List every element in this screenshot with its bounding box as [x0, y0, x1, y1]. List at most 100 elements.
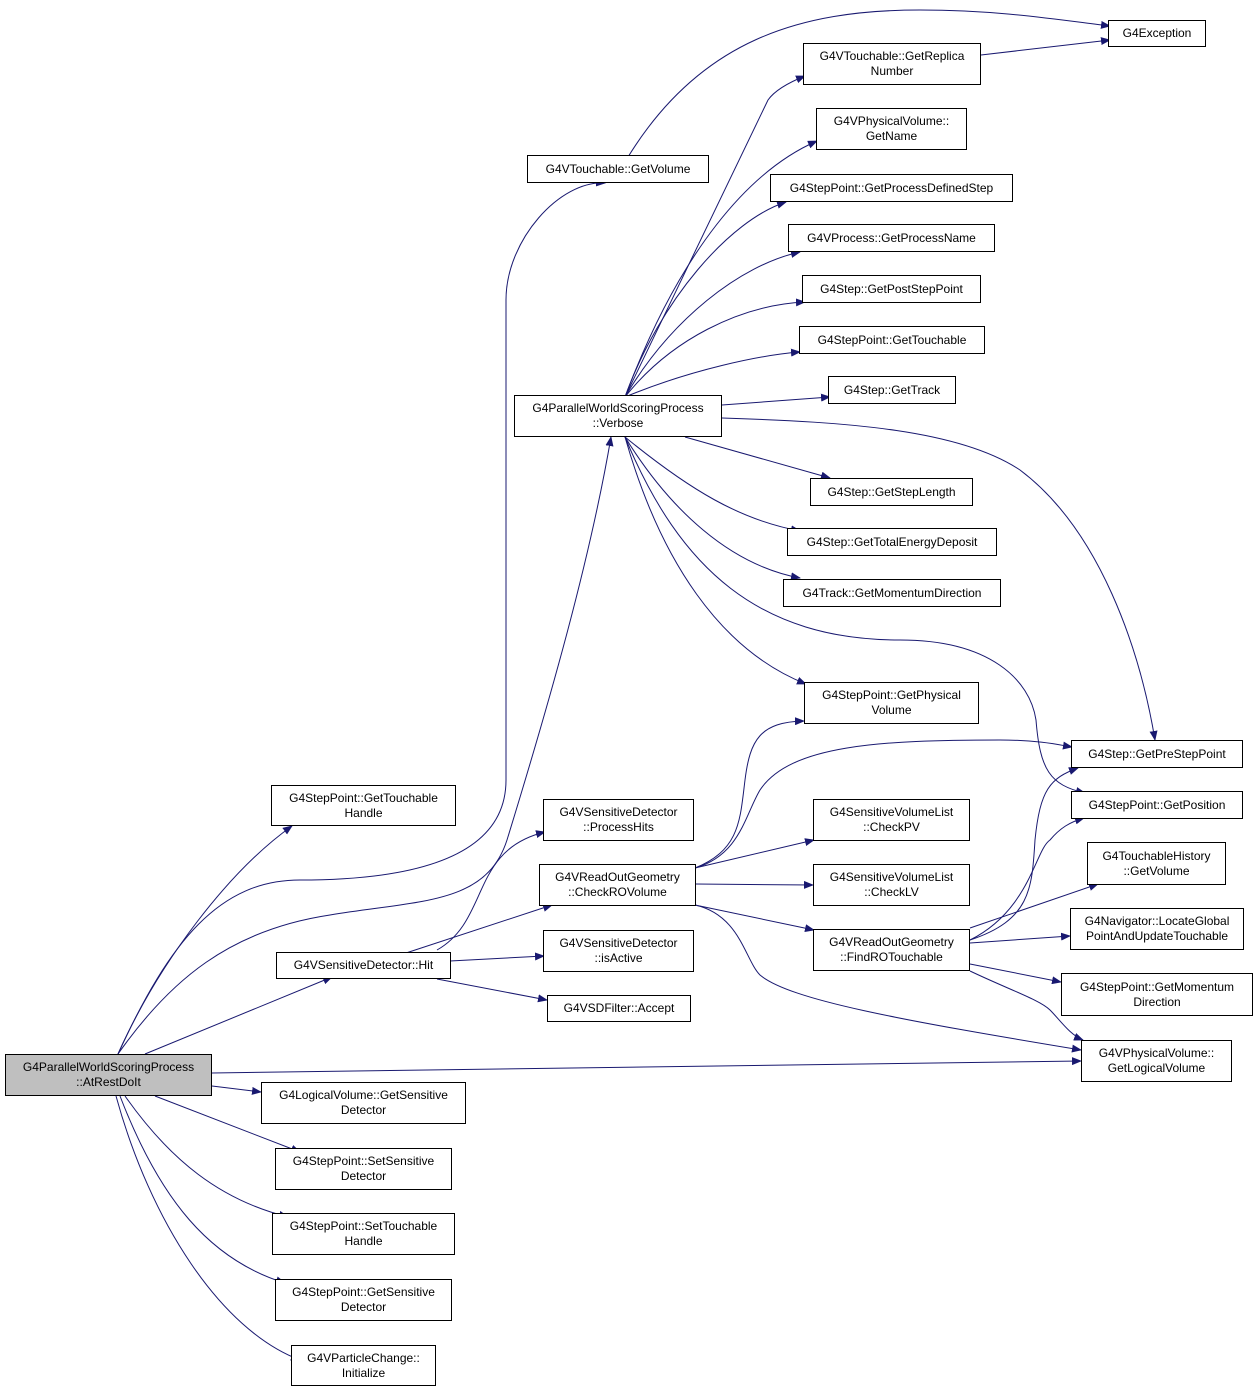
edge-root-hit: [144, 976, 333, 1055]
node-label: ::CheckPV: [863, 820, 920, 834]
node-label: PointAndUpdateTouchable: [1085, 929, 1229, 943]
node-label: G4StepPoint::GetTouchable: [817, 332, 967, 347]
node-step-length[interactable]: G4Step::GetStepLength: [810, 478, 973, 506]
edge-checkro-logvol: [694, 904, 1082, 1053]
edge-findro-logvol: [969, 970, 1084, 1041]
node-label: G4StepPoint::GetPhysical: [822, 688, 961, 702]
edge-findro-prestep: [969, 767, 1079, 941]
node-label: G4TouchableHistory: [1102, 848, 1211, 863]
node-check-ro[interactable]: G4VReadOutGeometry ::CheckROVolume: [539, 864, 696, 906]
node-position[interactable]: G4StepPoint::GetPosition: [1071, 791, 1243, 819]
node-momentum[interactable]: G4StepPoint::GetMomentum Direction: [1061, 973, 1253, 1016]
node-label: Detector: [340, 1103, 387, 1117]
node-locate[interactable]: G4Navigator::LocateGlobal PointAndUpdate…: [1070, 908, 1244, 950]
node-label: G4StepPoint::GetSensitive: [292, 1285, 435, 1299]
node-label: G4VPhysicalVolume::: [1098, 1046, 1215, 1060]
node-label: G4StepPoint::GetMomentum: [1079, 979, 1235, 994]
edge-checkro-checkpv: [694, 838, 815, 869]
node-label: ::GetVolume: [1123, 863, 1190, 878]
node-label: G4VPhysicalVolume::: [833, 114, 950, 128]
node-check-pv[interactable]: G4SensitiveVolumeList ::CheckPV: [813, 799, 970, 841]
node-set-touch[interactable]: G4StepPoint::SetTouchable Handle: [272, 1213, 455, 1255]
node-root[interactable]: G4ParallelWorldScoringProcess ::AtRestDo…: [5, 1054, 212, 1096]
node-label: G4ParallelWorldScoringProcess: [532, 401, 704, 415]
node-label: G4StepPoint::GetTouchable: [289, 790, 438, 805]
node-total-energy[interactable]: G4Step::GetTotalEnergyDeposit: [787, 528, 997, 556]
node-label: ::AtRestDoIt: [76, 1075, 141, 1089]
edge-root-settouch: [124, 1095, 289, 1219]
node-proc-def-step[interactable]: G4StepPoint::GetProcessDefinedStep: [770, 174, 1013, 202]
node-exception[interactable]: G4Exception: [1108, 20, 1206, 47]
node-label: ::CheckROVolume: [568, 885, 667, 899]
edge-root-logvol: [211, 1057, 1082, 1074]
node-label: G4SensitiveVolumeList: [829, 870, 954, 884]
edge-hit-processhits: [436, 830, 546, 951]
edge-verbose-procdef: [624, 200, 787, 398]
node-check-lv[interactable]: G4SensitiveVolumeList ::CheckLV: [813, 864, 970, 906]
node-pv-getname[interactable]: G4VPhysicalVolume:: GetName: [816, 108, 967, 150]
edge-hit-checkro: [405, 904, 553, 954]
edge-checkro-prestep: [694, 739, 1073, 869]
node-sp-touchable[interactable]: G4StepPoint::GetTouchable: [799, 326, 985, 354]
node-find-ro[interactable]: G4VReadOutGeometry ::FindROTouchable: [813, 929, 970, 971]
node-post-step[interactable]: G4Step::GetPostStepPoint: [802, 275, 981, 303]
node-label: Detector: [340, 1300, 387, 1314]
node-hit[interactable]: G4VSensitiveDetector::Hit: [276, 952, 451, 979]
node-pre-step[interactable]: G4Step::GetPreStepPoint: [1071, 740, 1243, 768]
edge-findro-position: [969, 816, 1085, 941]
node-label: G4StepPoint::SetSensitive: [292, 1154, 435, 1168]
node-label: G4Step::GetTotalEnergyDeposit: [806, 534, 978, 549]
node-label: G4LogicalVolume::GetSensitive: [279, 1088, 448, 1102]
node-log-vol[interactable]: G4VPhysicalVolume:: GetLogicalVolume: [1081, 1040, 1232, 1082]
node-proc-name[interactable]: G4VProcess::GetProcessName: [788, 224, 995, 252]
node-touch-handle[interactable]: G4StepPoint::GetTouchable Handle: [271, 785, 456, 826]
edge-verbose-replica: [624, 75, 806, 398]
node-label: G4ParallelWorldScoringProcess: [22, 1060, 195, 1074]
node-label: G4StepPoint::GetProcessDefinedStep: [789, 180, 994, 195]
node-label: G4Step::GetPostStepPoint: [820, 281, 963, 296]
edge-verbose-procname: [624, 250, 801, 398]
edge-root-initialize: [115, 1095, 301, 1361]
node-label: GetName: [865, 129, 918, 143]
node-label: G4Step::GetTrack: [843, 382, 941, 397]
edge-root-verbose: [117, 436, 614, 1055]
edge-root-setsens: [154, 1095, 301, 1153]
edge-touchvolume-exception: [627, 9, 1111, 158]
edge-root-lvsens: [211, 1085, 262, 1095]
node-label: Detector: [340, 1169, 387, 1183]
node-label: Number: [870, 64, 914, 78]
node-label: ::isActive: [594, 951, 643, 965]
edge-findro-touchhist: [969, 883, 1099, 929]
node-touch-hist-vol[interactable]: G4TouchableHistory ::GetVolume: [1087, 842, 1226, 885]
node-get-track[interactable]: G4Step::GetTrack: [828, 376, 956, 404]
node-lv-sens[interactable]: G4LogicalVolume::GetSensitive Detector: [261, 1082, 466, 1124]
node-label: G4StepPoint::SetTouchable: [289, 1219, 438, 1233]
node-get-sens[interactable]: G4StepPoint::GetSensitive Detector: [275, 1279, 452, 1321]
node-label: ::Verbose: [592, 416, 644, 430]
edge-findro-momentum: [969, 963, 1062, 985]
edge-checkro-findro: [694, 904, 815, 933]
node-is-active[interactable]: G4VSensitiveDetector ::isActive: [543, 930, 694, 972]
node-set-sens[interactable]: G4StepPoint::SetSensitive Detector: [275, 1148, 452, 1190]
node-process-hits[interactable]: G4VSensitiveDetector ::ProcessHits: [543, 799, 694, 841]
node-label: G4VReadOutGeometry: [829, 935, 954, 949]
edge-verbose-physvol: [624, 436, 807, 685]
node-phys-vol[interactable]: G4StepPoint::GetPhysical Volume: [804, 682, 979, 724]
node-verbose[interactable]: G4ParallelWorldScoringProcess ::Verbose: [514, 395, 722, 437]
node-label: G4SensitiveVolumeList: [829, 805, 954, 819]
edge-checkro-checklv: [694, 880, 814, 889]
node-accept[interactable]: G4VSDFilter::Accept: [547, 995, 691, 1022]
node-initialize[interactable]: G4VParticleChange:: Initialize: [291, 1345, 436, 1386]
node-label: Initialize: [341, 1365, 386, 1380]
node-replica[interactable]: G4VTouchable::GetReplica Number: [803, 43, 981, 85]
node-touch-volume[interactable]: G4VTouchable::GetVolume: [527, 155, 709, 183]
edge-verbose-poststep: [624, 298, 806, 398]
edge-verbose-momdir: [624, 436, 801, 581]
node-label: Handle: [344, 805, 383, 820]
edge-hit-isactive: [449, 952, 545, 962]
node-mom-dir[interactable]: G4Track::GetMomentumDirection: [783, 579, 1001, 607]
node-label: ::CheckLV: [864, 885, 919, 899]
node-label: G4VSensitiveDetector::Hit: [293, 958, 434, 972]
node-label: G4Track::GetMomentumDirection: [802, 585, 982, 600]
